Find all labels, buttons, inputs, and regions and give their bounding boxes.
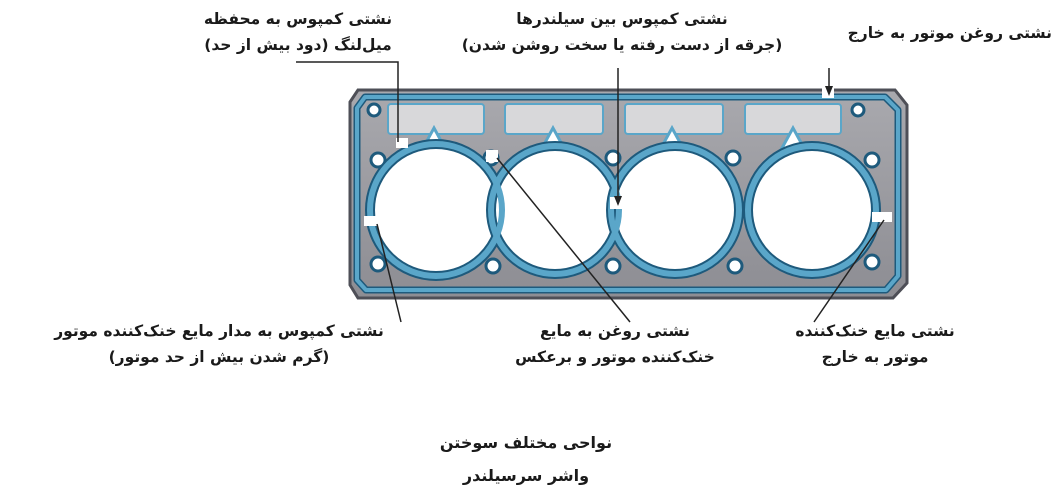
- head-gasket: [348, 88, 909, 300]
- label-line: نشتی روغن به مایع: [540, 322, 690, 340]
- label-line: (گرم شدن بیش از حد موتور): [108, 348, 330, 366]
- label-line: نشتی مایع خنک‌کننده: [795, 322, 955, 340]
- label-line: نشتی کمپوس بین سیلندرها: [516, 10, 728, 28]
- leader-lines: [296, 61, 885, 323]
- label-compression-to-coolant: نشتی کمپوس به مدار مایع خنک‌کننده موتور …: [0, 318, 438, 370]
- label-compression-between-cylinders: نشتی کمپوس بین سیلندرها (جرقه از دست رفت…: [432, 6, 812, 58]
- label-line: میل‌لنگ (دود بیش از حد): [204, 36, 392, 54]
- label-line: (جرقه از دست رفته یا سخت روشن شدن): [461, 36, 783, 54]
- label-line: نشتی روغن موتور به خارج: [847, 24, 1052, 42]
- label-line: نشتی کمپوس به محفظه: [203, 10, 393, 28]
- label-oil-leak-outside: نشتی روغن موتور به خارج: [790, 20, 1052, 46]
- caption-line: واشر سرسیلندر: [462, 466, 590, 485]
- label-compression-to-crankcase: نشتی کمپوس به محفظه میل‌لنگ (دود بیش از …: [178, 6, 418, 58]
- label-line: خنک‌کننده موتور و برعکس: [515, 348, 715, 366]
- label-line: نشتی کمپوس به مدار مایع خنک‌کننده موتور: [54, 322, 384, 340]
- label-coolant-leak-outside: نشتی مایع خنک‌کننده موتور به خارج: [760, 318, 990, 370]
- label-line: موتور به خارج: [821, 348, 929, 366]
- figure-caption: نواحی مختلف سوختن واشر سرسیلندر: [360, 426, 692, 492]
- caption-line: نواحی مختلف سوختن: [439, 433, 613, 452]
- label-oil-to-coolant: نشتی روغن به مایع خنک‌کننده موتور و برعک…: [470, 318, 760, 370]
